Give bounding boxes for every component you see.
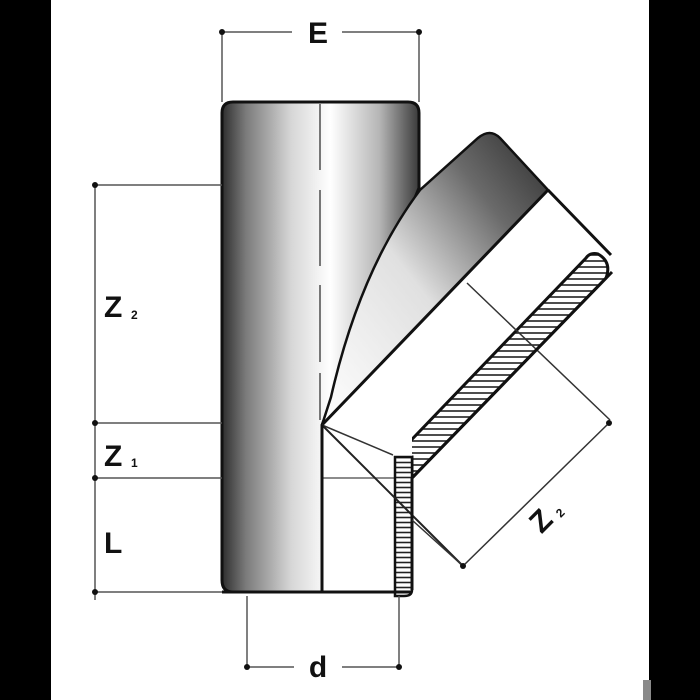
- svg-text:2: 2: [131, 308, 138, 322]
- dimension-left-stack: [92, 182, 222, 600]
- label-d: d: [309, 651, 327, 684]
- svg-text:Z: Z: [104, 291, 122, 324]
- label-Z2-left: Z 2: [104, 291, 138, 324]
- main-socket-section: [222, 270, 614, 598]
- branch-pipe: [320, 131, 550, 426]
- corner-badge: [643, 680, 651, 700]
- dimension-d: [244, 596, 402, 670]
- svg-text:Z: Z: [104, 440, 122, 473]
- svg-text:2: 2: [553, 505, 568, 520]
- svg-text:1: 1: [131, 456, 138, 470]
- dimension-E: [219, 29, 422, 102]
- label-Z1: Z 1: [104, 440, 138, 473]
- main-pipe: [220, 100, 421, 594]
- label-E: E: [308, 17, 328, 50]
- dimension-Z2-branch: [411, 420, 612, 569]
- label-L: L: [104, 527, 122, 560]
